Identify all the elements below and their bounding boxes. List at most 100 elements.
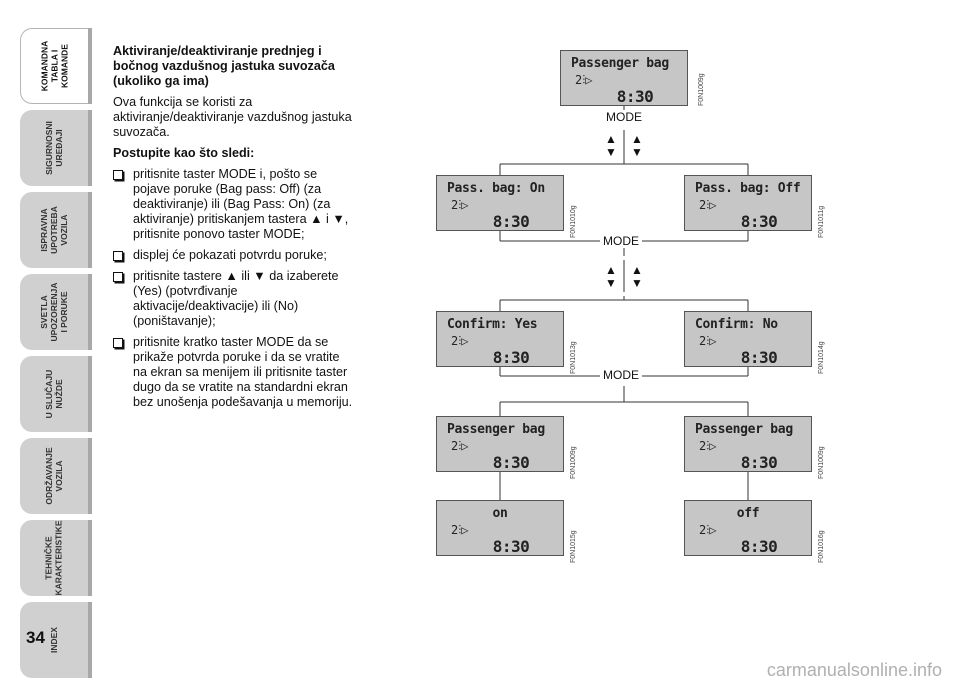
tab-edge (86, 192, 92, 268)
airbag-icon: 2⫶▷ (699, 198, 717, 212)
section-heading: Aktiviranje/deaktiviranje prednjeg i boč… (113, 44, 335, 88)
tab-edge (86, 110, 92, 186)
arrow-up-icon: ▲ (631, 132, 643, 146)
list-item: pritisnite kratko taster MODE da se prik… (113, 335, 353, 410)
tab-label: ODRŽAVANJE VOZILA (44, 447, 64, 505)
tab-ispravna-upotreba[interactable]: ISPRAVNA UPOTREBA VOZILA (20, 192, 88, 268)
airbag-icon: 2⫶▷ (451, 523, 469, 537)
step-text: displej će pokazati potvrdu poruke; (133, 248, 327, 262)
lcd-screen-confirm-yes: Confirm: Yes 2⫶▷ 8:30 (436, 311, 564, 367)
figure-code: F0N1010g (570, 205, 577, 238)
airbag-icon: 2⫶▷ (699, 523, 717, 537)
tab-edge (86, 274, 92, 350)
step-text: pritisnite tastere ▲ ili ▼ da izaberete … (133, 269, 339, 328)
checkbox-bullet-icon (113, 170, 123, 180)
mode-button-label: MODE (603, 110, 645, 124)
lcd-time: 8:30 (740, 348, 778, 367)
arrow-buttons: ▲ ▼ (631, 264, 643, 290)
lcd-screen-confirm-no: Confirm: No 2⫶▷ 8:30 (684, 311, 812, 367)
intro-paragraph: Ova funkcija se koristi za aktiviranje/d… (113, 95, 352, 139)
tab-komandna-tabla[interactable]: KOMANDNA TABLA I KOMANDE (20, 28, 88, 104)
lcd-time: 8:30 (492, 348, 530, 367)
arrow-up-icon: ▲ (605, 132, 617, 146)
lcd-screen-pass-bag-on: Pass. bag: On 2⫶▷ 8:30 (436, 175, 564, 231)
lcd-screen-on: on 2⫶▷ 8:30 (436, 500, 564, 556)
lcd-time: 8:30 (740, 212, 778, 231)
tab-label: TEHNIČKE KARAKTERISTIKE (44, 520, 64, 596)
tab-label: U SLUČAJU NUŽDE (44, 369, 64, 419)
figure-code: F0N1011g (818, 205, 825, 238)
arrow-down-icon: ▼ (631, 145, 643, 159)
tab-label: ISPRAVNA UPOTREBA VOZILA (39, 206, 69, 254)
airbag-icon: 2⫶▷ (451, 334, 469, 348)
tab-edge (86, 28, 92, 104)
figure-code: F0N1016g (818, 530, 825, 563)
tab-index[interactable]: INDEX (20, 602, 88, 678)
steps-list: pritisnite taster MODE i, pošto se pojav… (113, 167, 353, 410)
tab-tehnicke-karakteristike[interactable]: TEHNIČKE KARAKTERISTIKE (20, 520, 88, 596)
step-text: pritisnite taster MODE i, pošto se pojav… (133, 167, 349, 241)
lcd-time: 8:30 (740, 453, 778, 472)
lcd-screen-pass-bag-off: Pass. bag: Off 2⫶▷ 8:30 (684, 175, 812, 231)
airbag-icon: 2⫶▷ (451, 439, 469, 453)
arrow-buttons: ▲ ▼ (605, 133, 617, 159)
lcd-time: 8:30 (492, 453, 530, 472)
watermark: carmanualsonline.info (766, 660, 942, 680)
instructions-column: Aktiviranje/deaktiviranje prednjeg i boč… (113, 44, 353, 416)
figure-code: F0N1013g (570, 341, 577, 374)
mode-button-label: MODE (600, 234, 642, 248)
tab-edge (86, 356, 92, 432)
airbag-icon: 2⫶▷ (451, 198, 469, 212)
arrow-down-icon: ▼ (605, 145, 617, 159)
lcd-message: Pass. bag: On (447, 181, 545, 196)
arrow-up-icon: ▲ (605, 263, 617, 277)
lcd-time: 8:30 (492, 212, 530, 231)
figure-code: F0N1009g (570, 446, 577, 479)
tab-label: SVETLA UPOZORENJA I PORUKE (39, 282, 69, 342)
lcd-screen-passenger-bag: Passenger bag 2⫶▷ 8:30 (684, 416, 812, 472)
tab-u-slucaju-nuzde[interactable]: U SLUČAJU NUŽDE (20, 356, 88, 432)
tab-label: SIGURNOSNI UREĐAJI (44, 121, 64, 175)
checkbox-bullet-icon (113, 251, 123, 261)
tab-edge (86, 602, 92, 678)
lcd-screen-passenger-bag: Passenger bag 2⫶▷ 8:30 (436, 416, 564, 472)
airbag-icon: 2⫶▷ (699, 334, 717, 348)
figure-code: F0N1015g (570, 530, 577, 563)
arrow-down-icon: ▼ (605, 276, 617, 290)
list-item: displej će pokazati potvrdu poruke; (113, 248, 353, 263)
airbag-icon: 2⫶▷ (575, 73, 593, 87)
airbag-icon: 2⫶▷ (699, 439, 717, 453)
page-number: 34 (26, 628, 45, 647)
tab-edge (86, 438, 92, 514)
checkbox-bullet-icon (113, 272, 123, 282)
tab-label: INDEX (49, 627, 59, 653)
lcd-time: 8:30 (740, 537, 778, 556)
tab-odrzavanje-vozila[interactable]: ODRŽAVANJE VOZILA (20, 438, 88, 514)
tab-sigurnosni-uredjaji[interactable]: SIGURNOSNI UREĐAJI (20, 110, 88, 186)
step-text: pritisnite kratko taster MODE da se prik… (133, 335, 353, 409)
mode-button-label: MODE (600, 368, 642, 382)
figure-code: F0N1009g (698, 73, 705, 106)
lcd-time: 8:30 (492, 537, 530, 556)
lcd-message: Confirm: Yes (447, 317, 538, 332)
lcd-message: Pass. bag: Off (695, 181, 801, 196)
arrow-buttons: ▲ ▼ (631, 133, 643, 159)
lcd-screen-passenger-bag: Passenger bag 2⫶▷ 8:30 (560, 50, 688, 106)
tab-label: KOMANDNA TABLA I KOMANDE (39, 40, 70, 92)
tab-edge (86, 520, 92, 596)
arrow-up-icon: ▲ (631, 263, 643, 277)
lcd-message: Passenger bag (447, 422, 545, 437)
lcd-time: 8:30 (616, 87, 654, 106)
figure-code: F0N1009g (818, 446, 825, 479)
list-item: pritisnite tastere ▲ ili ▼ da izaberete … (113, 269, 353, 329)
tab-svetla-upozorenja[interactable]: SVETLA UPOZORENJA I PORUKE (20, 274, 88, 350)
connector-lines (499, 106, 749, 500)
lcd-message: off (736, 506, 760, 521)
figure-code: F0N1014g (818, 341, 825, 374)
lcd-screen-off: off 2⫶▷ 8:30 (684, 500, 812, 556)
lcd-message: Passenger bag (695, 422, 793, 437)
display-flow-diagram: Passenger bag 2⫶▷ 8:30 F0N1009g MODE ▲ ▼… (400, 30, 860, 590)
lcd-message: Confirm: No (695, 317, 778, 332)
steps-title: Postupite kao što sledi: (113, 146, 255, 160)
lcd-message: on (492, 506, 508, 521)
